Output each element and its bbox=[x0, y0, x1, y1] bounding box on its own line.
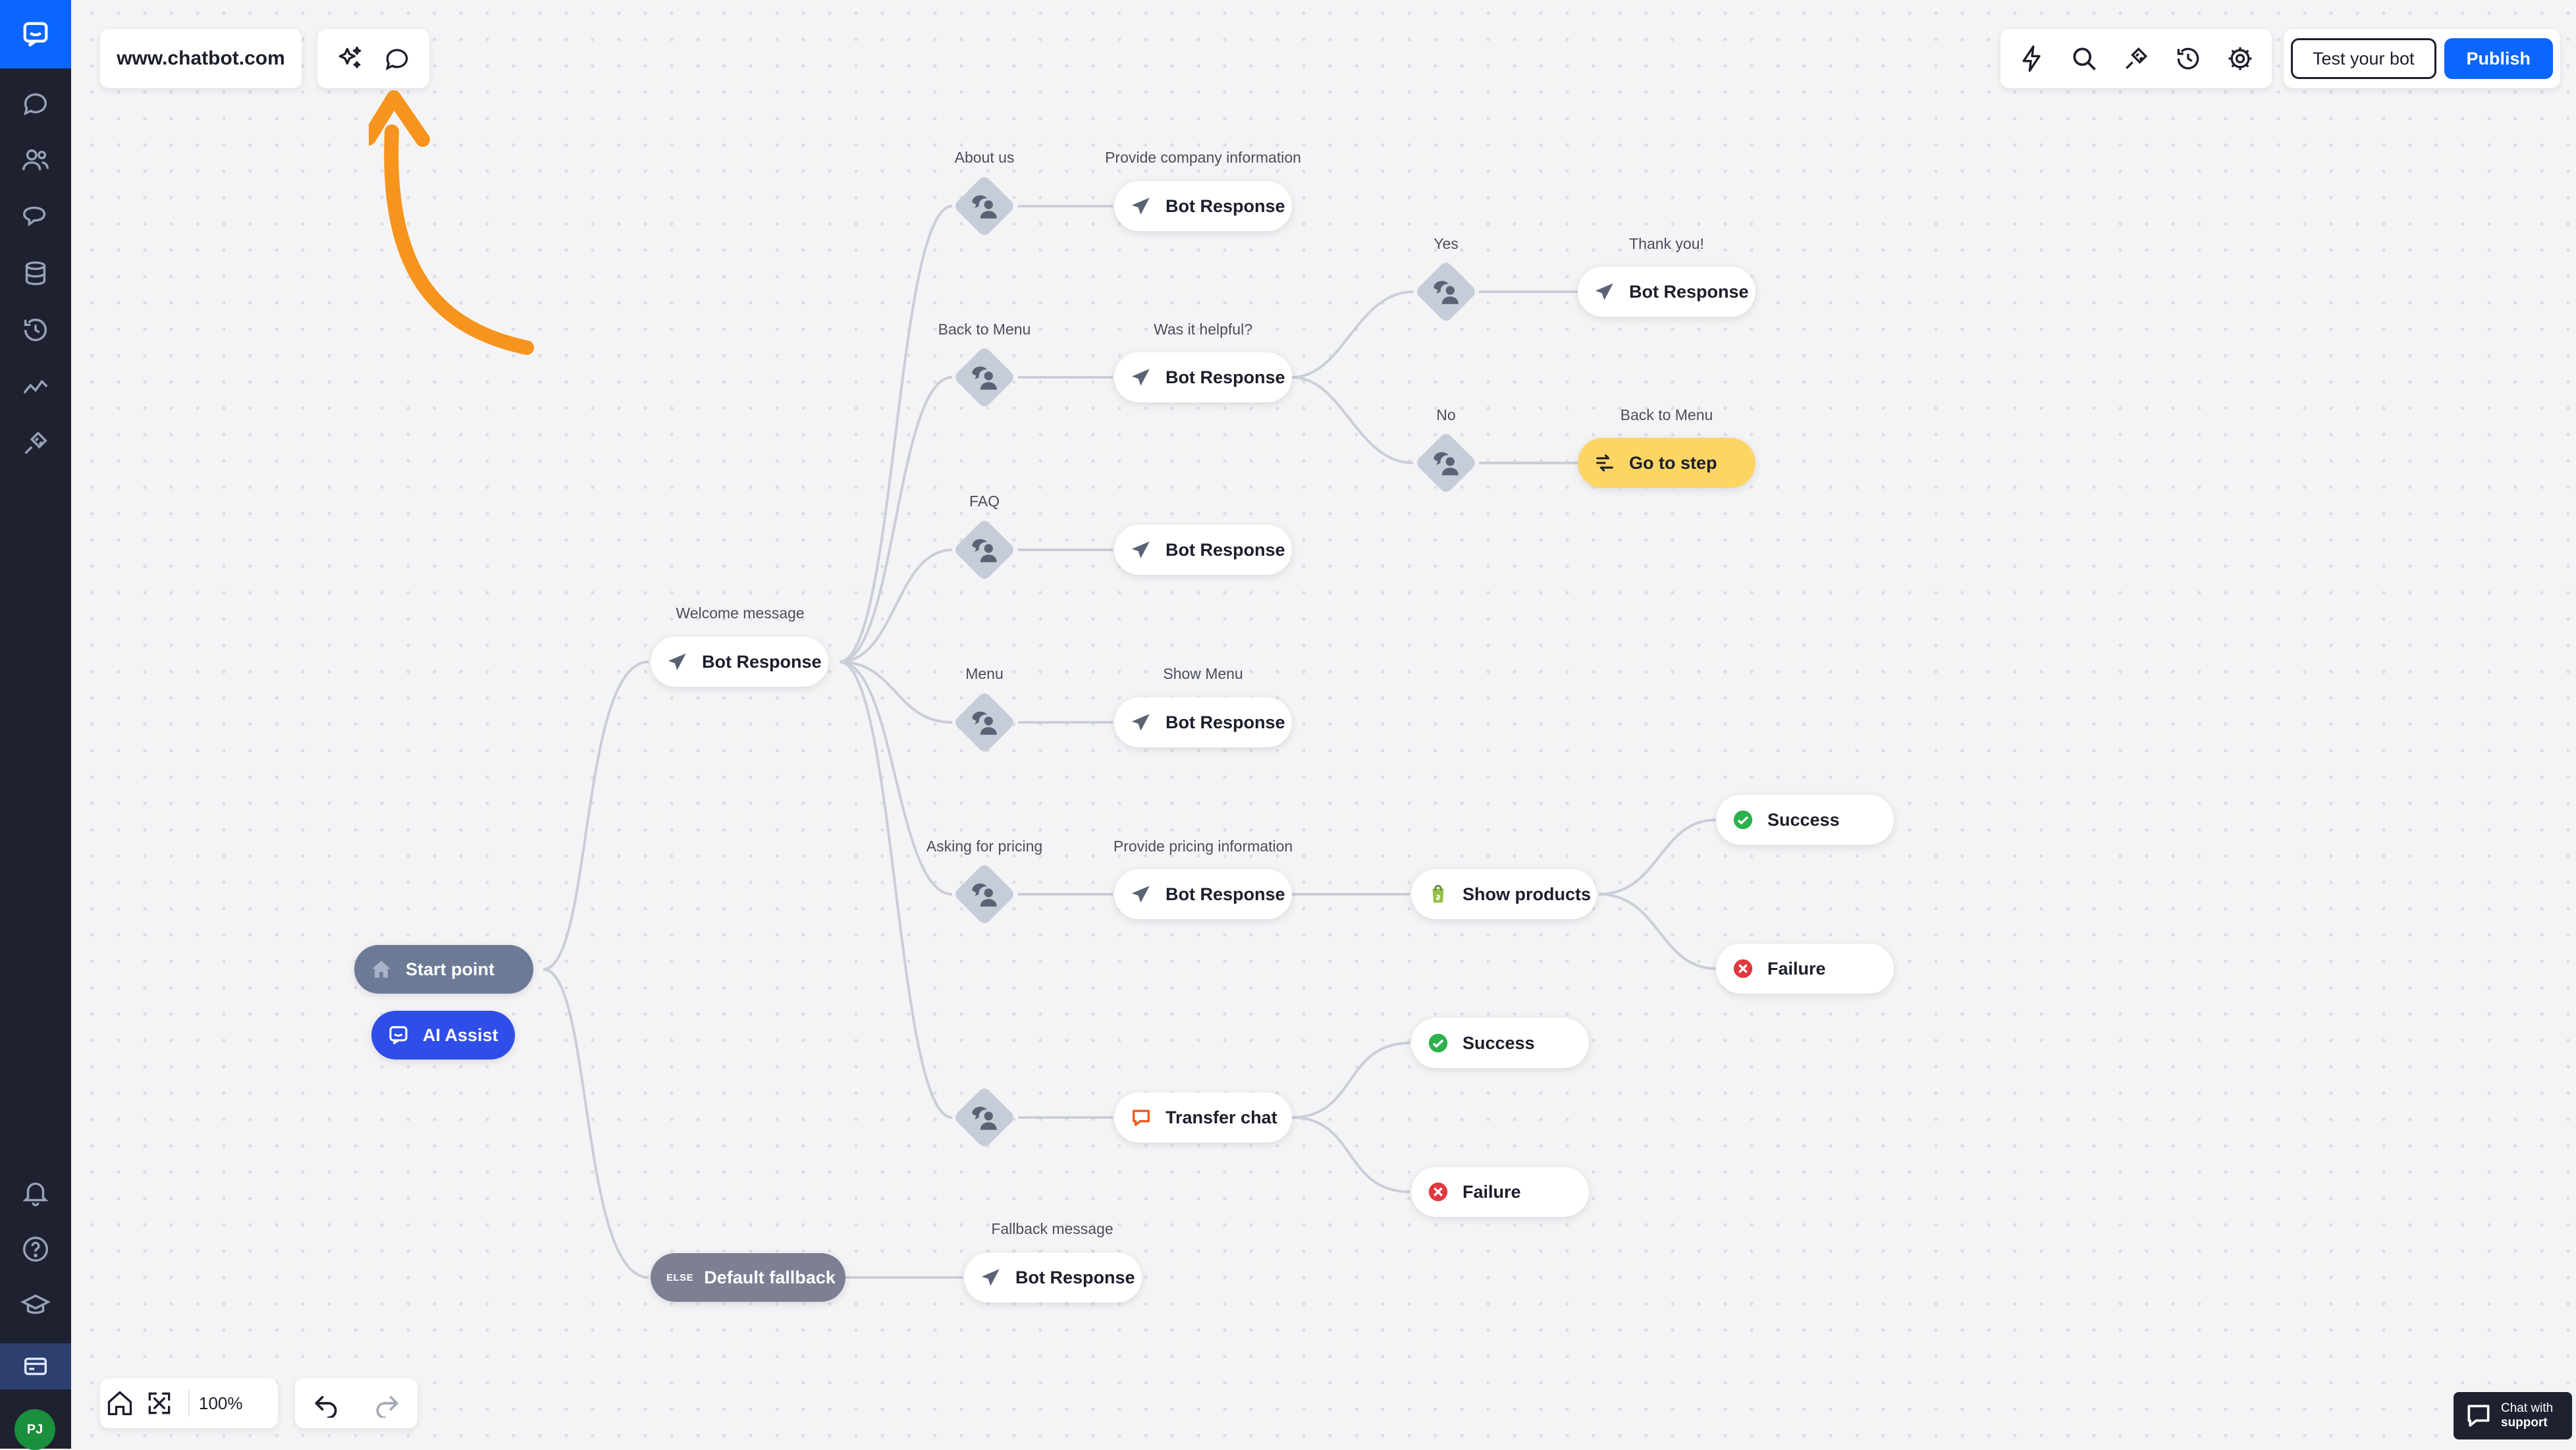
zoom-level[interactable]: 100% bbox=[199, 1393, 243, 1413]
home-icon[interactable] bbox=[100, 1378, 140, 1428]
billing-icon[interactable] bbox=[0, 1343, 71, 1389]
intent-label-yes: Yes bbox=[1434, 235, 1459, 252]
support-line-1: Chat with bbox=[2501, 1401, 2554, 1415]
undo-icon[interactable] bbox=[303, 1378, 349, 1428]
user-input-block[interactable] bbox=[952, 517, 1017, 583]
success-node[interactable]: Success bbox=[1411, 1018, 1589, 1068]
fit-screen-icon[interactable] bbox=[140, 1378, 179, 1428]
bot-response-node[interactable]: Bot Response bbox=[1114, 181, 1292, 231]
send-icon bbox=[1130, 195, 1152, 217]
send-icon bbox=[1594, 281, 1616, 303]
send-icon bbox=[980, 1266, 1002, 1289]
bot-response-node[interactable]: Bot Response bbox=[1114, 697, 1292, 747]
transfer-chat-icon bbox=[1130, 1106, 1152, 1129]
show-products-node[interactable]: Show products bbox=[1411, 869, 1597, 919]
failure-node[interactable]: Failure bbox=[1411, 1167, 1589, 1217]
history-icon[interactable] bbox=[2165, 36, 2211, 82]
fallback-message-label: Fallback message bbox=[991, 1220, 1114, 1237]
history-icon[interactable] bbox=[0, 307, 71, 353]
goto-label-back-to-menu: Back to Menu bbox=[1620, 406, 1713, 423]
annotation-arrow-icon bbox=[369, 90, 534, 355]
start-point-node[interactable]: Start point bbox=[354, 945, 533, 994]
support-line-2: support bbox=[2501, 1416, 2548, 1430]
divider bbox=[188, 1390, 190, 1416]
publish-button[interactable]: Publish bbox=[2444, 38, 2554, 79]
chat-preview-icon[interactable] bbox=[374, 36, 420, 82]
response-label-thank-you: Thank you! bbox=[1629, 235, 1704, 252]
send-icon bbox=[1130, 883, 1152, 905]
notifications-icon[interactable] bbox=[0, 1169, 71, 1216]
bot-response-node[interactable]: Bot Response bbox=[1114, 525, 1292, 575]
database-icon[interactable] bbox=[0, 250, 71, 296]
home-icon bbox=[370, 958, 392, 980]
chatbot-logo-icon[interactable] bbox=[0, 0, 71, 68]
search-icon[interactable] bbox=[2061, 36, 2107, 82]
zoom-controls: 100% bbox=[100, 1378, 278, 1428]
failure-x-icon bbox=[1732, 957, 1754, 980]
user-input-block[interactable] bbox=[952, 344, 1017, 410]
response-label-helpful: Was it helpful? bbox=[1154, 321, 1252, 338]
response-label-pricing: Provide pricing information bbox=[1113, 838, 1293, 855]
welcome-label: Welcome message bbox=[676, 604, 805, 622]
intent-label-faq: FAQ bbox=[969, 493, 1000, 510]
user-input-block[interactable] bbox=[952, 861, 1017, 927]
test-bot-button[interactable]: Test your bot bbox=[2290, 38, 2436, 79]
user-input-block[interactable] bbox=[952, 173, 1017, 239]
settings-gear-icon[interactable] bbox=[2217, 36, 2263, 82]
send-icon bbox=[666, 651, 689, 673]
welcome-bot-response[interactable]: Bot Response bbox=[651, 637, 828, 687]
sidebar: PJ bbox=[0, 0, 71, 1450]
story-tools bbox=[317, 29, 429, 88]
bot-response-node[interactable]: Bot Response bbox=[1578, 267, 1756, 317]
help-icon[interactable] bbox=[0, 1226, 71, 1272]
user-input-block[interactable] bbox=[952, 689, 1017, 755]
send-icon bbox=[1130, 366, 1152, 389]
transfer-chat-node[interactable]: Transfer chat bbox=[1114, 1092, 1292, 1142]
site-name[interactable]: www.chatbot.com bbox=[100, 29, 302, 88]
go-to-step-node[interactable]: Go to step bbox=[1578, 438, 1756, 488]
bot-response-node[interactable]: Bot Response bbox=[964, 1252, 1142, 1302]
ai-sparkle-icon[interactable] bbox=[327, 36, 373, 82]
success-node[interactable]: Success bbox=[1716, 795, 1894, 845]
redo-icon[interactable] bbox=[364, 1378, 410, 1428]
intent-label-back-to-menu: Back to Menu bbox=[938, 321, 1031, 338]
bot-response-node[interactable]: Bot Response bbox=[1114, 352, 1292, 402]
stories-icon[interactable] bbox=[0, 194, 71, 240]
chat-bubble-icon bbox=[2467, 1405, 2490, 1427]
failure-x-icon bbox=[1427, 1181, 1449, 1203]
user-input-block[interactable] bbox=[952, 1085, 1017, 1150]
users-icon[interactable] bbox=[0, 137, 71, 183]
analytics-icon[interactable] bbox=[0, 363, 71, 410]
user-input-block[interactable] bbox=[1413, 259, 1479, 325]
intent-label-pricing: Asking for pricing bbox=[926, 838, 1043, 855]
response-label-show-menu: Show Menu bbox=[1163, 665, 1243, 682]
user-avatar[interactable]: PJ bbox=[14, 1409, 55, 1450]
user-input-block[interactable] bbox=[1413, 430, 1479, 496]
integrations-icon[interactable] bbox=[0, 420, 71, 466]
success-check-icon bbox=[1732, 809, 1754, 831]
failure-node[interactable]: Failure bbox=[1716, 944, 1894, 994]
send-icon bbox=[1130, 539, 1152, 561]
publish-actions: Test your bot Publish bbox=[2284, 29, 2560, 88]
success-check-icon bbox=[1427, 1032, 1449, 1054]
chat-with-support-button[interactable]: Chat with support bbox=[2454, 1392, 2572, 1439]
chatbot-icon bbox=[387, 1024, 410, 1046]
go-to-step-icon bbox=[1594, 452, 1616, 474]
lightning-icon[interactable] bbox=[2009, 36, 2055, 82]
toolbar bbox=[2000, 29, 2272, 88]
chats-icon[interactable] bbox=[0, 80, 71, 126]
history-controls bbox=[295, 1378, 417, 1428]
response-label-company-info: Provide company information bbox=[1105, 149, 1301, 166]
integrations-icon[interactable] bbox=[2113, 36, 2159, 82]
intent-label-about-us: About us bbox=[954, 149, 1015, 166]
intent-label-menu: Menu bbox=[965, 665, 1004, 682]
shopify-icon bbox=[1427, 883, 1449, 905]
intent-label-no: No bbox=[1436, 406, 1456, 423]
ai-assist-node[interactable]: AI Assist bbox=[371, 1011, 515, 1060]
default-fallback-node[interactable]: ELSE Default fallback bbox=[651, 1253, 845, 1302]
academy-icon[interactable] bbox=[0, 1283, 71, 1329]
bot-response-node[interactable]: Bot Response bbox=[1114, 869, 1292, 919]
send-icon bbox=[1130, 711, 1152, 734]
else-tag: ELSE bbox=[666, 1272, 694, 1283]
